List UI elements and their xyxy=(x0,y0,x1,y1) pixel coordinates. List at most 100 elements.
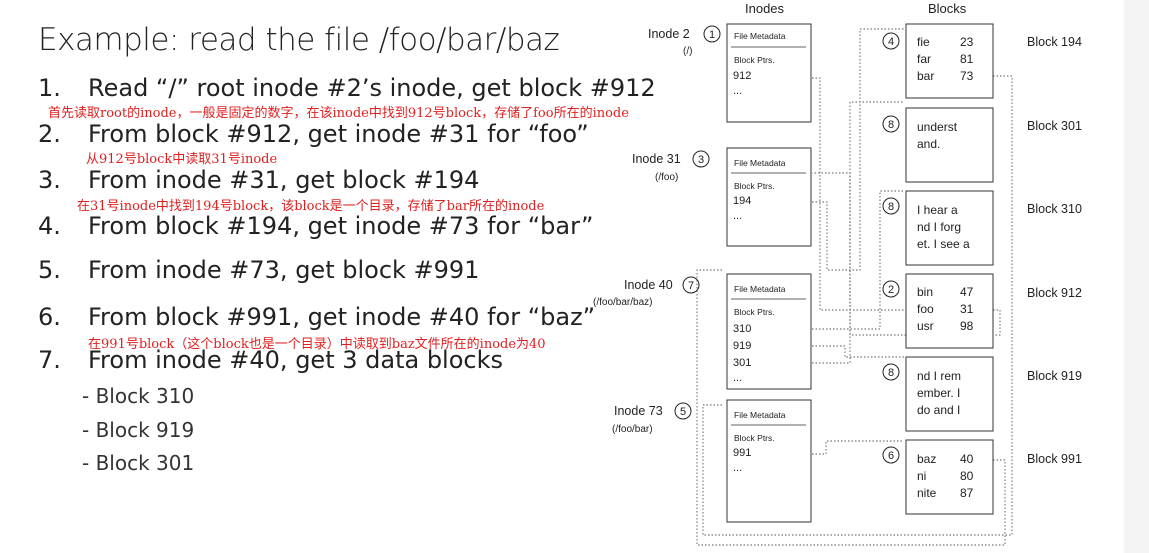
block-box xyxy=(905,439,994,515)
dir-entry-inode: 31 xyxy=(960,302,974,316)
pointer-919 xyxy=(763,345,904,358)
blocks-header: Blocks xyxy=(928,1,967,16)
block-301: 8 underst and. Block 301 xyxy=(882,107,1082,183)
step-badge-number: 8 xyxy=(888,119,894,131)
step-badge xyxy=(703,25,721,43)
step-text: From inode #31, get block #194 xyxy=(88,166,480,194)
block-text-line: nd I forg xyxy=(917,220,961,234)
dir-entry-name: ni xyxy=(917,469,926,483)
block-ptrs-label: Block Ptrs. xyxy=(734,181,775,191)
block-991: 6 baz 40 ni 80 nite 87 Block 991 xyxy=(882,439,1082,515)
ptr-entry: 912 xyxy=(733,70,751,82)
step-badge-number: 6 xyxy=(888,450,894,462)
step-number: 2. xyxy=(38,120,61,148)
block-box xyxy=(905,23,994,99)
dir-entry-inode: 40 xyxy=(960,452,974,466)
inode-box xyxy=(726,147,812,247)
inode-box xyxy=(726,23,812,123)
inode-31: Inode 31 3 (/foo) File Metadata Block Pt… xyxy=(632,147,812,247)
step-text: Read “/” root inode #2’s inode, get bloc… xyxy=(88,74,656,102)
step-number: 4. xyxy=(38,212,61,240)
block-text-line: underst xyxy=(917,120,958,134)
inode-40: Inode 40 7 (/foo/bar/baz) File Metadata … xyxy=(593,273,812,390)
dir-entry-name: bar xyxy=(917,69,934,83)
inode-label: Inode 2 xyxy=(648,27,690,41)
inode-path: (/foo/bar) xyxy=(612,424,653,435)
block-919: 8 nd I rem ember. I do and I Block 919 xyxy=(882,356,1082,432)
block-box xyxy=(905,356,994,432)
block-text-line: ember. I xyxy=(917,386,960,400)
step-badge xyxy=(692,150,710,168)
ptr-entry: ... xyxy=(733,210,742,222)
block-text-line: nd I rem xyxy=(917,369,961,383)
block-310: 8 I hear a nd I forg et. I see a Block 3… xyxy=(882,190,1082,266)
block-912: 2 bin 47 foo 31 usr 98 Block 912 xyxy=(882,273,1082,349)
annotation-note: 从912号block中读取31号inode xyxy=(86,152,278,167)
inode-box xyxy=(726,399,812,523)
step-badge-number: 1 xyxy=(709,29,715,41)
annotation-note: 在991号block（这个block也是一个目录）中读取到baz文件所在的ino… xyxy=(88,337,546,352)
block-box xyxy=(905,273,994,349)
block-text-line: do and I xyxy=(917,403,960,417)
ptr-entry: 194 xyxy=(733,195,751,207)
step-number: 1. xyxy=(38,74,61,102)
step-badge xyxy=(882,197,900,215)
step-number: 7. xyxy=(38,346,61,374)
inode-path: (/foo/bar/baz) xyxy=(593,297,652,308)
block-ptrs-label: Block Ptrs. xyxy=(734,55,775,65)
block-box xyxy=(905,107,994,183)
block-ptrs-label: Block Ptrs. xyxy=(734,307,775,317)
ptr-entry: ... xyxy=(733,462,742,474)
step-number: 6. xyxy=(38,303,61,331)
metadata-label: File Metadata xyxy=(734,284,786,294)
ptr-entry: 310 xyxy=(733,323,751,335)
step-badge xyxy=(882,446,900,464)
block-name: Block 194 xyxy=(1027,35,1082,49)
dir-entry-name: foo xyxy=(917,302,934,316)
ptr-entry: 301 xyxy=(733,357,751,369)
block-text-line: and. xyxy=(917,137,940,151)
step-text: From inode #40, get 3 data blocks xyxy=(88,346,503,374)
step-badge-number: 4 xyxy=(888,36,894,48)
dir-entry-name: fie xyxy=(917,35,930,49)
data-block-item: - Block 310 xyxy=(82,384,195,408)
annotation-note: 首先读取root的inode，一般是固定的数字，在该inode中找到912号bl… xyxy=(48,106,629,121)
block-name: Block 991 xyxy=(1027,452,1082,466)
step-text: From block #194, get inode #73 for “bar” xyxy=(88,212,594,240)
inode-path: (/) xyxy=(683,46,692,57)
block-name: Block 912 xyxy=(1027,286,1082,300)
step-badge-number: 2 xyxy=(888,284,894,296)
block-ptrs-label: Block Ptrs. xyxy=(734,433,775,443)
dir-entry-name: bin xyxy=(917,285,933,299)
inode-73: Inode 73 5 (/foo/bar) File Metadata Bloc… xyxy=(612,399,812,523)
step-text: From inode #73, get block #991 xyxy=(88,256,480,284)
dir-entry-inode: 73 xyxy=(960,69,974,83)
step-text: From block #991, get inode #40 for “baz” xyxy=(88,303,596,331)
inode-label: Inode 40 xyxy=(624,278,673,292)
dir-entry-inode: 80 xyxy=(960,469,974,483)
dir-entry-name: usr xyxy=(917,319,934,333)
step-badge xyxy=(682,276,700,294)
ptr-entry: 919 xyxy=(733,340,751,352)
step-badge-number: 5 xyxy=(680,406,686,418)
block-194: 4 fie 23 far 81 bar 73 Block 194 xyxy=(882,23,1082,99)
metadata-label: File Metadata xyxy=(734,410,786,420)
inode-2: Inode 2 1 (/) File Metadata Block Ptrs. … xyxy=(648,23,812,123)
ptr-entry: ... xyxy=(733,372,742,384)
block-name: Block 919 xyxy=(1027,369,1082,383)
dir-entry-name: baz xyxy=(917,452,936,466)
step-number: 5. xyxy=(38,256,61,284)
block-text-line: I hear a xyxy=(917,203,958,217)
step-badge xyxy=(882,115,900,133)
dir-entry-inode: 98 xyxy=(960,319,974,333)
block-box xyxy=(905,190,994,266)
annotation-note: 在31号inode中找到194号block，该block是一个目录，存储了bar… xyxy=(77,199,545,214)
block-name: Block 301 xyxy=(1027,119,1082,133)
block-name: Block 310 xyxy=(1027,202,1082,216)
dir-entry-inode: 87 xyxy=(960,486,974,500)
inode-box xyxy=(726,273,812,390)
metadata-label: File Metadata xyxy=(734,31,786,41)
ptr-entry: 991 xyxy=(733,447,751,459)
pointer-foo-31 xyxy=(812,172,1001,336)
block-text-line: et. I see a xyxy=(917,237,970,251)
